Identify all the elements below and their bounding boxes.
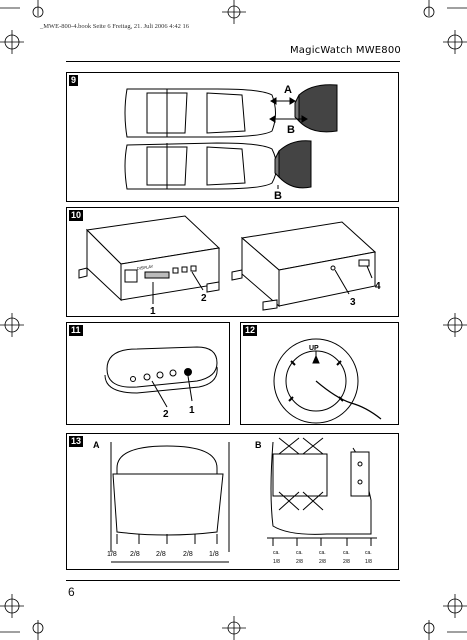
label-1: 1 xyxy=(150,306,156,316)
footer-rule xyxy=(66,580,400,581)
up-label: UP xyxy=(309,345,319,352)
spacing-b-bottom-1: 1/8 xyxy=(273,559,280,565)
label-b: B xyxy=(287,124,295,136)
brand-title: MagicWatch MWE800 xyxy=(289,45,401,56)
parking-illustration: A B B xyxy=(124,84,338,202)
device-illustration: DISPLAY 1 2 3 4 xyxy=(78,215,381,317)
label-2: 2 xyxy=(163,409,169,420)
figure-number: 12 xyxy=(243,325,258,336)
spacing-b-top-4: ca. xyxy=(343,550,350,556)
page-number: 6 xyxy=(68,585,75,599)
figure-11: 11 2 1 xyxy=(66,322,230,425)
figure-9: 9 A B B xyxy=(66,72,399,202)
spacing-b-top-3: ca. xyxy=(319,550,326,556)
label-4: 4 xyxy=(375,281,381,292)
figure-number: 13 xyxy=(69,436,84,447)
label-b-second: B xyxy=(274,190,282,201)
figure-13: 13 A B xyxy=(66,433,399,570)
sub-a: A xyxy=(93,440,100,450)
print-header: _MWE-800-4.book Seite 6 Freitag, 21. Jul… xyxy=(40,23,189,30)
label-3: 3 xyxy=(350,297,356,308)
label-2: 2 xyxy=(201,293,207,304)
spacing-b-bottom-3: 2/8 xyxy=(319,559,326,565)
spacing-b-top-2: ca. xyxy=(296,550,303,556)
spacing-b-top-5: ca. xyxy=(365,550,372,556)
mount-illustration: UP xyxy=(273,338,382,424)
installation-illustration: A B 1/8 xyxy=(93,437,377,565)
header-rule xyxy=(66,61,400,62)
spacing-a-5: 1/8 xyxy=(209,551,219,558)
spacing-a-3: 2/8 xyxy=(156,551,166,558)
figure-number: 11 xyxy=(69,325,83,336)
spacing-b-bottom-5: 1/8 xyxy=(365,559,372,565)
spacing-b-bottom-4: 2/8 xyxy=(343,559,350,565)
figure-number: 9 xyxy=(69,75,79,86)
spacing-b-bottom-2: 2/8 xyxy=(296,559,303,565)
spacing-a-4: 2/8 xyxy=(183,551,193,558)
label-a: A xyxy=(284,84,292,96)
label-1: 1 xyxy=(189,405,195,416)
device-display-text: DISPLAY xyxy=(136,264,153,271)
figure-10: 10 DISPLAY 1 2 3 4 xyxy=(66,207,399,317)
figure-12: 12 UP xyxy=(240,322,399,425)
figure-number: 10 xyxy=(69,210,84,221)
spacing-a-2: 2/8 xyxy=(130,551,140,558)
sensor-illustration: 2 1 xyxy=(104,346,218,420)
spacing-a-1: 1/8 xyxy=(107,551,117,558)
sub-b: B xyxy=(255,440,262,450)
spacing-b-top-1: ca. xyxy=(273,550,280,556)
